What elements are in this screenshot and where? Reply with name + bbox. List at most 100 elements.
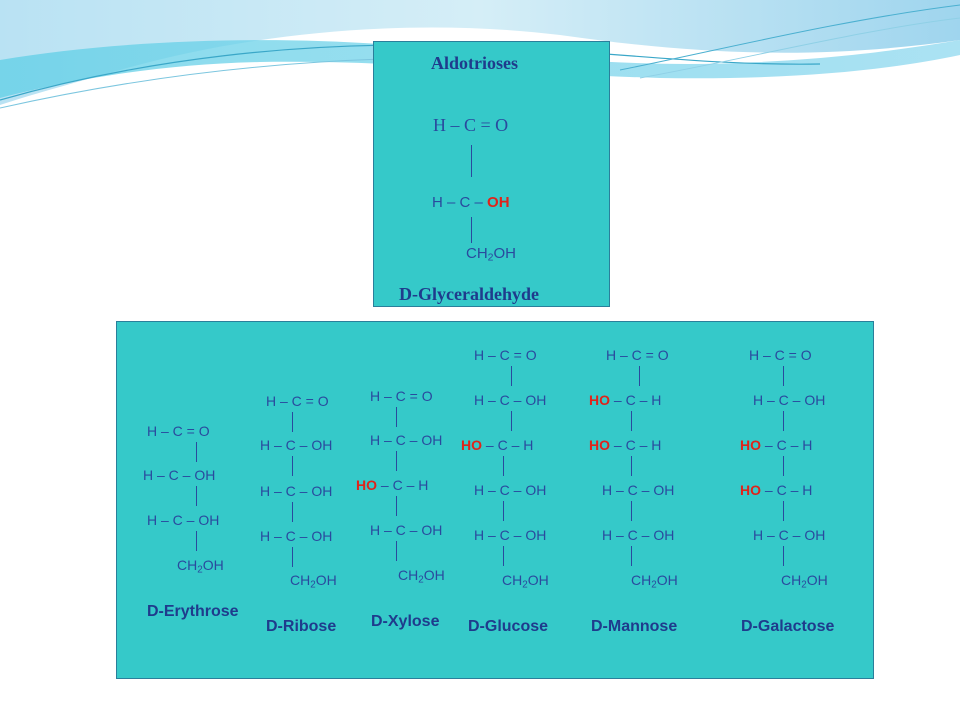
- glyceraldehyde-bond-2: [471, 217, 472, 243]
- sub: 2: [197, 564, 203, 576]
- bond: [511, 411, 512, 431]
- ho-text: HO: [461, 437, 482, 453]
- bond: [503, 456, 504, 476]
- oh: OH: [423, 567, 445, 583]
- oh: OH: [315, 572, 337, 588]
- formula-row: H – C – OH: [474, 527, 547, 543]
- ch: CH: [781, 572, 802, 588]
- ho-text: HO: [589, 392, 610, 408]
- bond: [196, 486, 197, 506]
- sugar-name-mannose: D-Mannose: [591, 618, 678, 635]
- bond: [396, 407, 397, 427]
- ho-text: HO: [740, 482, 761, 498]
- sub: 2: [651, 579, 657, 591]
- formula-row: H – C = O: [370, 388, 433, 404]
- bond: [292, 456, 293, 476]
- ho-text: HO: [589, 437, 610, 453]
- ch2oh-oh: OH: [493, 245, 517, 262]
- bond: [783, 411, 784, 431]
- ch: CH: [398, 567, 419, 583]
- bond: [511, 366, 512, 386]
- formula-row: H – C – OH: [370, 522, 443, 538]
- bond: [631, 456, 632, 476]
- glyceraldehyde-chiral-carbon: H – C – OH: [432, 195, 510, 210]
- sugar-name-glucose: D-Glucose: [468, 618, 549, 635]
- formula-row: H – C = O: [606, 347, 669, 363]
- ch2oh: CH2OH: [177, 557, 224, 576]
- formula-row: H – C – OH: [474, 392, 547, 408]
- bond: [639, 366, 640, 386]
- formula-row: H – C – OH: [147, 512, 220, 528]
- ch-text: – C – H: [482, 437, 534, 453]
- ho-text: HO: [356, 477, 377, 493]
- sugar-name-xylose: D-Xylose: [371, 613, 440, 630]
- sugar-name-galactose: D-Galactose: [741, 618, 835, 635]
- formula-row: HO – C – H: [740, 438, 812, 452]
- ch: CH: [502, 572, 523, 588]
- formula-row: H – C – OH: [602, 527, 675, 543]
- bond: [396, 451, 397, 471]
- formula-row: H – C – OH: [474, 482, 547, 498]
- formula-row: H – C – OH: [370, 432, 443, 448]
- glyceraldehyde-name: D-Glyceraldehyde: [399, 284, 539, 304]
- formula-row: HO – C – H: [461, 438, 533, 452]
- bond: [783, 366, 784, 386]
- ch2oh: CH2OH: [398, 567, 445, 586]
- formula-row: HO – C – H: [589, 438, 661, 452]
- bond: [783, 546, 784, 566]
- ho-text: HO: [740, 437, 761, 453]
- bond: [292, 547, 293, 567]
- oh: OH: [806, 572, 828, 588]
- ch-text: – C – H: [761, 437, 813, 453]
- sub: 2: [418, 574, 424, 586]
- ch: CH: [290, 572, 311, 588]
- oh: OH: [527, 572, 549, 588]
- bond: [196, 442, 197, 462]
- ch2oh: CH2OH: [290, 572, 337, 591]
- sugar-name-ribose: D-Ribose: [266, 618, 337, 635]
- formula-row: H – C – OH: [602, 482, 675, 498]
- formula-row: HO – C – H: [740, 483, 812, 497]
- formula-row: H – C – OH: [753, 527, 826, 543]
- ch2oh: CH2OH: [781, 572, 828, 591]
- formula-row: H – C = O: [474, 347, 537, 363]
- formula-row: H – C = O: [266, 393, 329, 409]
- bond: [503, 501, 504, 521]
- formula-row: H – C – OH: [260, 528, 333, 544]
- sub: 2: [801, 579, 807, 591]
- ch-text: – C – H: [377, 477, 429, 493]
- formula-row: H – C = O: [749, 347, 812, 363]
- bond: [292, 412, 293, 432]
- formula-row: H – C – OH: [753, 392, 826, 408]
- ch-text: – C – H: [610, 437, 662, 453]
- bond: [196, 531, 197, 551]
- panel-title: Aldotrioses: [431, 53, 518, 73]
- sub: 2: [522, 579, 528, 591]
- ch2oh-sub: 2: [487, 251, 494, 264]
- sugars-panel: H – C = O H – C – OH H – C – OH CH2OH D-…: [116, 321, 874, 679]
- bond: [783, 456, 784, 476]
- sub: 2: [310, 579, 316, 591]
- formula-row: H – C – OH: [260, 483, 333, 499]
- formula-row: HO – C – H: [356, 478, 428, 492]
- formula-row: H – C = O: [147, 423, 210, 439]
- bond: [783, 501, 784, 521]
- header-wave-decoration: [0, 0, 960, 109]
- ch2oh: CH2OH: [631, 572, 678, 591]
- bond: [631, 411, 632, 431]
- formula-row: HO – C – H: [589, 393, 661, 407]
- glyceraldehyde-bond-1: [471, 145, 472, 177]
- oh: OH: [656, 572, 678, 588]
- bond: [503, 546, 504, 566]
- oh: OH: [202, 557, 224, 573]
- ch2oh: CH2OH: [502, 572, 549, 591]
- glyceraldehyde-oh-text: OH: [487, 194, 510, 211]
- ch-text: – C – H: [610, 392, 662, 408]
- glyceraldehyde-ch2oh: CH2OH: [466, 245, 517, 264]
- ch2oh-ch: CH: [466, 245, 488, 262]
- aldotriose-panel: Aldotrioses H – C = O H – C – OH CH2OH D…: [373, 41, 610, 307]
- ch-text: – C – H: [761, 482, 813, 498]
- bond: [396, 496, 397, 516]
- formula-row: H – C – OH: [143, 467, 216, 483]
- formula-row: H – C – OH: [260, 437, 333, 453]
